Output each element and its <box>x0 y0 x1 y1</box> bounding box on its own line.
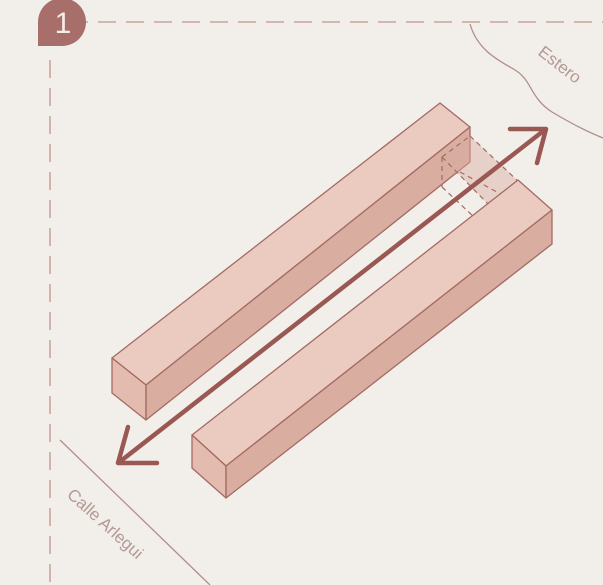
volume-left-side-face <box>145 126 471 421</box>
step-badge-number: 1 <box>55 7 72 40</box>
volume-right-side-face <box>225 209 553 499</box>
estero-edge-line <box>469 23 603 139</box>
arrow-head-bottom <box>115 424 160 466</box>
street-label: Calle Arlegui <box>63 485 147 563</box>
volume-block-right <box>191 179 553 499</box>
street-edge-line <box>59 439 211 585</box>
step-badge: 1 <box>38 0 86 46</box>
bridge-edge-3 <box>441 156 491 207</box>
step-badge-shape <box>38 0 86 46</box>
bridge-edge-2 <box>469 135 521 184</box>
estero-label: Estero <box>535 42 585 87</box>
circulation-axis-arrow <box>115 126 549 466</box>
arrow-shaft <box>119 129 545 463</box>
bridge-edge-1 <box>441 135 471 158</box>
bridge-volume <box>442 136 520 206</box>
volume-block-left <box>111 102 471 421</box>
arrow-head-top <box>507 126 549 166</box>
